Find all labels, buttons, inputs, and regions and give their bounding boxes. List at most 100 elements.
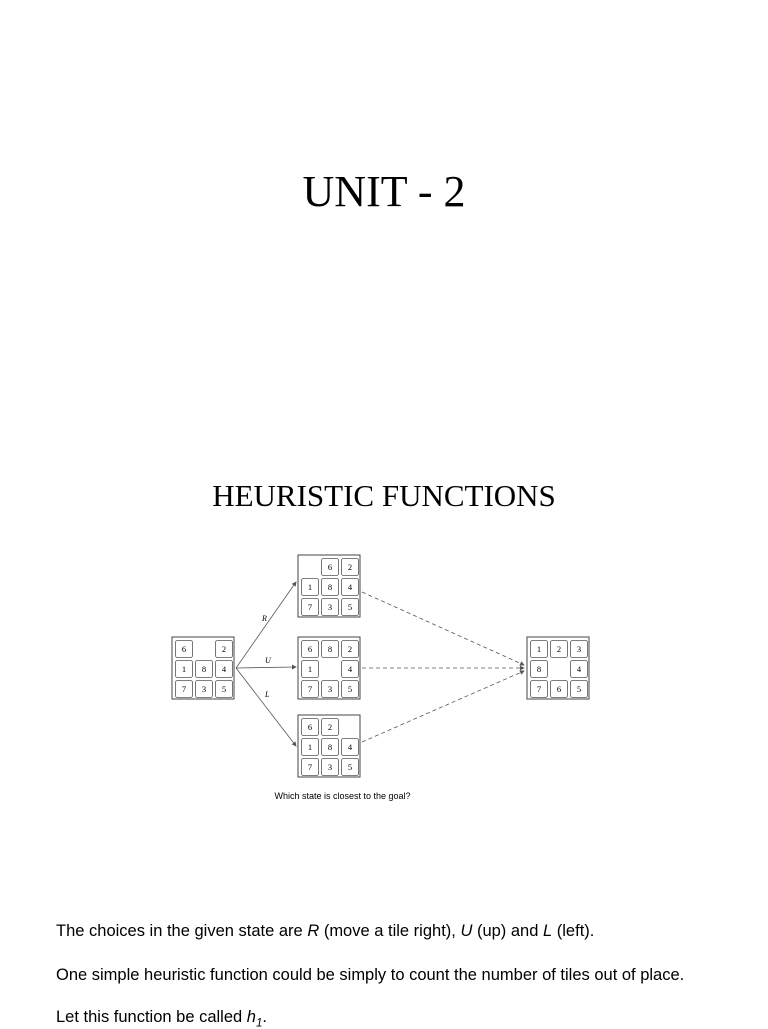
paragraph-choices: The choices in the given state are R (mo… bbox=[56, 922, 594, 941]
puzzle-tile bbox=[570, 680, 588, 698]
puzzle-tile bbox=[341, 558, 359, 576]
tile-number: 3 bbox=[577, 644, 581, 654]
puzzle-tile bbox=[530, 680, 548, 698]
tile-number: 1 bbox=[308, 582, 312, 592]
puzzle-tile bbox=[301, 680, 319, 698]
puzzle-tile bbox=[301, 738, 319, 756]
move-label-u: U bbox=[265, 656, 272, 665]
tile-number: 2 bbox=[557, 644, 561, 654]
state-r-board: 6 2 1 8 4 7 3 5 bbox=[297, 554, 361, 618]
function-text: Let this function be called bbox=[56, 1008, 247, 1026]
arrow-l bbox=[235, 667, 297, 747]
tile-number: 8 bbox=[328, 742, 332, 752]
choices-text-c: (up) and bbox=[472, 922, 543, 940]
puzzle-tile bbox=[175, 640, 193, 658]
tile-number: 4 bbox=[222, 664, 227, 674]
puzzle-tile bbox=[341, 758, 359, 776]
puzzle-tile bbox=[321, 578, 339, 596]
puzzle-tile bbox=[195, 680, 213, 698]
puzzle-tile bbox=[301, 578, 319, 596]
function-text-end: . bbox=[262, 1008, 267, 1026]
tile-number: 8 bbox=[328, 582, 332, 592]
puzzle-tile bbox=[215, 680, 233, 698]
puzzle-tile bbox=[321, 680, 339, 698]
puzzle-tile bbox=[321, 738, 339, 756]
tile-number: 2 bbox=[348, 562, 352, 572]
tile-number: 3 bbox=[328, 684, 332, 694]
puzzle-tile bbox=[341, 660, 359, 678]
puzzle-tile bbox=[301, 718, 319, 736]
move-arrows bbox=[235, 581, 297, 747]
tile-number: 5 bbox=[222, 684, 226, 694]
tile-number: 7 bbox=[308, 602, 312, 612]
tile-number: 6 bbox=[182, 644, 186, 654]
tile-number: 2 bbox=[328, 722, 332, 732]
puzzle-tile bbox=[321, 640, 339, 658]
state-u-board: 6 8 2 1 4 7 3 5 bbox=[297, 636, 361, 700]
puzzle-tile bbox=[215, 660, 233, 678]
puzzle-tile bbox=[341, 640, 359, 658]
move-label-l: L bbox=[264, 690, 270, 699]
arrow-u bbox=[235, 664, 297, 670]
section-heading: HEURISTIC FUNCTIONS bbox=[212, 478, 556, 513]
puzzle-tile bbox=[301, 660, 319, 678]
puzzle-tile bbox=[321, 758, 339, 776]
tile-number: 1 bbox=[308, 742, 312, 752]
tile-number: 1 bbox=[182, 664, 186, 674]
tile-number: 8 bbox=[537, 664, 541, 674]
move-label-r: R bbox=[261, 614, 267, 623]
puzzle-tile bbox=[301, 640, 319, 658]
puzzle-tile bbox=[321, 718, 339, 736]
puzzle-tile bbox=[341, 598, 359, 616]
tile-number: 5 bbox=[348, 602, 352, 612]
tile-number: 2 bbox=[348, 644, 352, 654]
tile-number: 2 bbox=[222, 644, 226, 654]
choices-text-d: (left). bbox=[552, 922, 595, 940]
tile-number: 6 bbox=[328, 562, 332, 572]
tile-number: 7 bbox=[537, 684, 541, 694]
tile-number: 6 bbox=[557, 684, 561, 694]
dashed-line-r bbox=[361, 591, 525, 666]
tile-number: 3 bbox=[328, 602, 332, 612]
tile-number: 3 bbox=[328, 762, 332, 772]
puzzle-tile bbox=[530, 640, 548, 658]
tile-number: 5 bbox=[577, 684, 581, 694]
unit-title: UNIT - 2 bbox=[302, 167, 466, 216]
puzzle-tile bbox=[530, 660, 548, 678]
comparison-lines bbox=[361, 591, 525, 743]
move-r-term: R bbox=[307, 922, 320, 940]
puzzle-tile bbox=[570, 660, 588, 678]
paragraph-function-name: Let this function be called h1. bbox=[56, 1008, 267, 1029]
tile-number: 3 bbox=[202, 684, 206, 694]
paragraph-heuristic: One simple heuristic function could be s… bbox=[56, 966, 685, 984]
tile-number: 4 bbox=[348, 582, 353, 592]
choices-text-b: (move a tile right), bbox=[319, 922, 461, 940]
function-symbol: h bbox=[246, 1008, 256, 1026]
tile-number: 4 bbox=[348, 742, 353, 752]
dashed-line-l bbox=[361, 670, 525, 743]
puzzle-tile bbox=[321, 558, 339, 576]
puzzle-tile bbox=[195, 660, 213, 678]
tile-number: 6 bbox=[308, 644, 312, 654]
tile-number: 4 bbox=[348, 664, 353, 674]
tile-number: 7 bbox=[308, 684, 312, 694]
tile-number: 4 bbox=[577, 664, 582, 674]
puzzle-tile bbox=[301, 758, 319, 776]
arrow-r bbox=[235, 581, 297, 669]
tile-number: 7 bbox=[182, 684, 186, 694]
move-u-term: U bbox=[460, 922, 473, 940]
puzzle-tile bbox=[341, 680, 359, 698]
tile-number: 6 bbox=[308, 722, 312, 732]
tile-number: 8 bbox=[328, 644, 332, 654]
tile-number: 1 bbox=[308, 664, 312, 674]
puzzle-tile bbox=[570, 640, 588, 658]
move-l-term: L bbox=[543, 922, 553, 940]
tile-number: 5 bbox=[348, 684, 352, 694]
puzzle-tile bbox=[550, 640, 568, 658]
puzzle-tile bbox=[321, 598, 339, 616]
puzzle-tile bbox=[341, 578, 359, 596]
figure-caption: Which state is closest to the goal? bbox=[274, 791, 411, 801]
